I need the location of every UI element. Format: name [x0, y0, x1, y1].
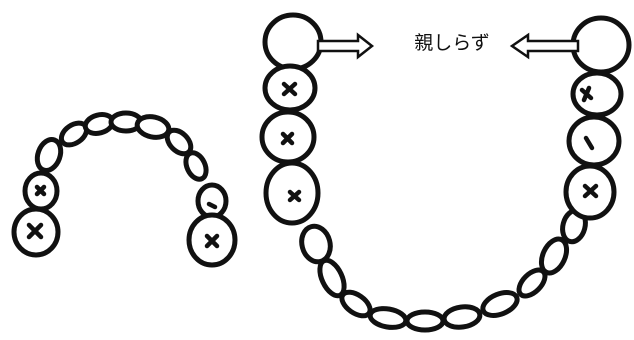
x-mark-icon	[209, 204, 215, 207]
tooth	[480, 288, 521, 320]
x-mark-icon	[37, 187, 44, 194]
wisdom-tooth-left	[265, 15, 321, 69]
left-arch	[14, 112, 235, 265]
x-mark-icon	[283, 134, 292, 143]
tooth	[369, 306, 408, 330]
x-mark-icon	[290, 192, 299, 200]
tooth	[407, 312, 443, 330]
x-mark-icon	[582, 88, 591, 100]
tooth	[573, 73, 621, 115]
tooth	[182, 150, 210, 183]
wisdom-tooth-label: 親しらず	[322, 28, 582, 55]
tooth	[569, 117, 619, 165]
right-arch	[262, 15, 629, 330]
tooth	[198, 185, 226, 217]
tooth	[443, 305, 481, 330]
